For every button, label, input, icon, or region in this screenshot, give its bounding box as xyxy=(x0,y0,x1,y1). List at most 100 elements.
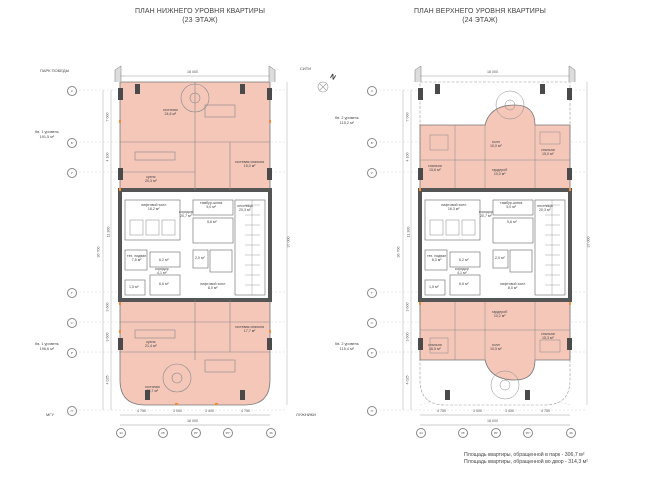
lower-apartment-label: Кв. 2 уровень 115,4 м² xyxy=(335,342,359,351)
axis-row-k: К xyxy=(367,86,377,96)
axis-col-35a: 35' xyxy=(458,428,468,438)
axis-col-35c: 35''' xyxy=(523,428,533,438)
core-label: 5,6 м² xyxy=(507,220,517,224)
dim-bottom-2: 3 000 xyxy=(173,409,182,413)
room-name: лифтовой холл xyxy=(500,282,526,286)
room-name: тех. подвал xyxy=(427,254,447,258)
room-area: 5,6 м² xyxy=(507,220,517,224)
room-area: 24,6 м² xyxy=(164,112,177,117)
dim-bottom-total: 18 000 xyxy=(187,419,198,423)
room-area: 6,6 м² xyxy=(159,282,169,286)
axis-col-35b: 35'' xyxy=(491,428,501,438)
apartment-level: Кв. 2 уровень xyxy=(335,342,359,346)
dim-bottom-2: 3 000 xyxy=(473,409,482,413)
axis-row-p: П' xyxy=(67,406,77,416)
axis-row-u: У' xyxy=(67,168,77,178)
axis-row-k: К xyxy=(67,86,77,96)
core-label: 2,0 м² xyxy=(195,256,205,260)
room-name: холл xyxy=(491,343,500,347)
dim-bottom-3: 3 400 xyxy=(205,409,214,413)
room-area: 5,6 м² xyxy=(207,220,217,224)
room-name: кухня xyxy=(146,175,156,179)
room-name: гостиная xyxy=(145,385,160,389)
core-label: 1,5 м² xyxy=(129,285,139,289)
room-name: спальня xyxy=(428,343,442,347)
axis-row-p: П' xyxy=(367,406,377,416)
room-name: лифтовой холл xyxy=(141,203,167,207)
dim-vertical-total: 36 700 xyxy=(96,246,101,258)
title-floor: (24 ЭТАЖ) xyxy=(462,17,498,24)
title-line: ПЛАН ВЕРХНЕГО УРОВНЯ КВАРТИРЫ xyxy=(414,8,546,15)
dim-bottom-total: 18 000 xyxy=(487,419,498,423)
dim-vertical-6: 4 025 xyxy=(405,375,410,385)
dim-vertical-6: 4 025 xyxy=(105,375,110,385)
axis-row-u: У' xyxy=(367,168,377,178)
lower-apartment-label: Кв. 1 уровень 196,6 м² xyxy=(35,342,59,351)
dim-vertical-total: 36 700 xyxy=(396,246,401,258)
apartment-level: Кв. 1 уровень xyxy=(35,130,59,134)
apartment-area: 115,4 м² xyxy=(339,346,354,351)
room-name: лестница xyxy=(537,204,553,208)
room-area: 6,2 м² xyxy=(459,258,469,262)
room-area: 8,3 м² xyxy=(431,258,442,263)
title-line: ПЛАН НИЖНЕГО УРОВНЯ КВАРТИРЫ xyxy=(135,8,265,15)
apartment-area: 115,2 м² xyxy=(339,120,354,125)
room-area: 5,0 м² xyxy=(206,205,216,210)
dim-vertical-4: 3 600 xyxy=(105,302,110,312)
room-area: 20,7 м² xyxy=(180,214,192,219)
core-label: 2,0 м² xyxy=(495,256,505,260)
room-area: 8,0 м² xyxy=(207,286,218,291)
dim-vertical-4: 3 600 xyxy=(405,302,410,312)
dim-vertical-3: 11 300 xyxy=(106,226,111,238)
core-label: 6,2 м² xyxy=(159,258,169,262)
axis-row-b: Б' xyxy=(367,138,377,148)
room-area: 6,6 м² xyxy=(459,282,469,286)
room-name: холл xyxy=(491,140,500,144)
city-label: СИТИ xyxy=(300,66,312,71)
room-name: спальня xyxy=(541,148,555,152)
title-floor: (23 ЭТАЖ) xyxy=(182,17,218,24)
dim-bottom-1: 4 750 xyxy=(137,409,146,413)
room-name: лестница xyxy=(237,204,253,208)
apartment-area: 191,5 м² xyxy=(39,134,55,139)
room-name: лифтовой холл xyxy=(200,282,226,286)
room-area: 10,0 м² xyxy=(490,144,502,149)
axis-col-36: 36 xyxy=(266,428,276,438)
room-area: 8,0 м² xyxy=(507,286,518,291)
room-area: 10,0 м² xyxy=(493,172,506,177)
room-name: лифтовой холл xyxy=(441,203,467,207)
axis-row-r: Р' xyxy=(67,348,77,358)
room-area: 1,5 м² xyxy=(129,285,139,289)
room-area: 20,7 м² xyxy=(480,214,492,219)
room-area: 25,7 м² xyxy=(146,389,159,394)
lower-plan-drawing xyxy=(71,65,288,426)
axis-col-36: 36 xyxy=(566,428,576,438)
room-area: 15,0 м² xyxy=(243,164,256,169)
axis-col-35a: 35' xyxy=(158,428,168,438)
room-area: 17,7 м² xyxy=(243,329,256,334)
room-name: тамбур-шлюз xyxy=(500,201,523,205)
room-name: спальня xyxy=(541,332,555,336)
dim-bottom-3: 3 400 xyxy=(505,409,514,413)
apartment-level: Кв. 1 уровень xyxy=(35,342,59,346)
room-area: 20,3 м² xyxy=(145,179,157,184)
apartment-level: Кв. 2 уровень xyxy=(335,116,359,120)
room-area: 21,4 м² xyxy=(145,344,157,349)
room-area: 4,1 м² xyxy=(157,271,167,276)
core-label: 6,2 м² xyxy=(459,258,469,262)
park-area-line: Площадь квартиры, обращенной в парк - 30… xyxy=(464,452,585,458)
room-area: 5,0 м² xyxy=(506,205,516,210)
room-area: 4,1 м² xyxy=(457,271,467,276)
dim-vertical-5: 3 600 xyxy=(405,332,410,342)
mgu-label: МГУ xyxy=(46,412,55,417)
upper-plan-title: ПЛАН ВЕРХНЕГО УРОВНЯ КВАРТИРЫ (24 ЭТАЖ) xyxy=(380,7,580,25)
room-name: спальня xyxy=(428,164,442,168)
dim-vertical-3: 11 300 xyxy=(406,226,411,238)
